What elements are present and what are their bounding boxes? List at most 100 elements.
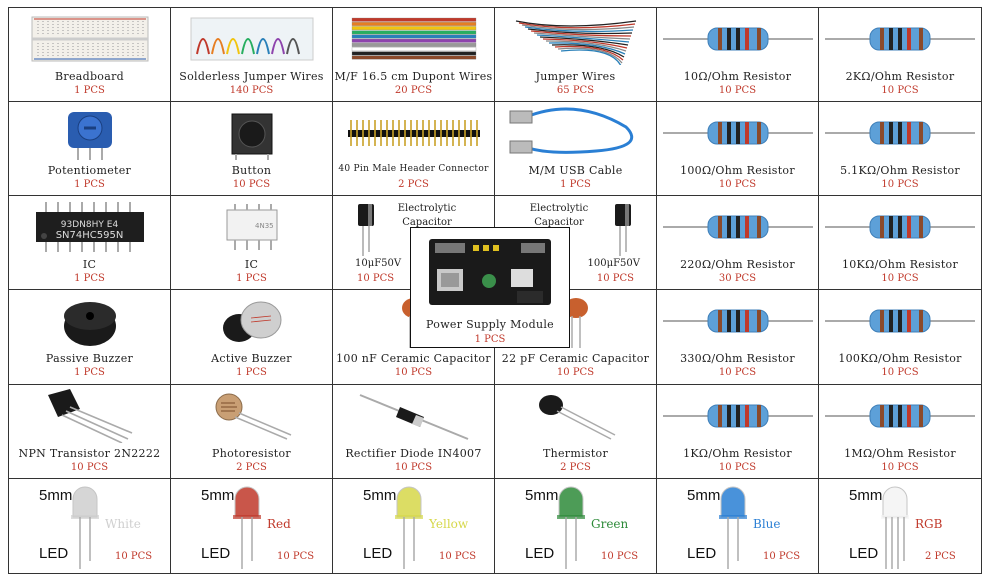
led-size: 5mm — [849, 486, 883, 504]
resistor-icon — [819, 12, 981, 66]
component-qty: 30 PCS — [718, 273, 757, 285]
led-icon — [67, 485, 103, 573]
component-name: 100Ω/Ohm Resistor — [680, 164, 795, 178]
component-qty: 10 PCS — [881, 179, 919, 191]
component-name: Jumper Wires — [535, 70, 616, 83]
resistor-icon — [819, 294, 981, 348]
led-cell: 5mm Red LED 10 PCS — [171, 478, 333, 573]
led-qty: 10 PCS — [763, 550, 801, 562]
led-qty: 2 PCS — [925, 550, 956, 562]
component-qty: 10 PCS — [232, 179, 271, 191]
component-name: 22 pF Ceramic Capacitor — [501, 352, 650, 366]
power-supply-module-qty: 1 PCS — [474, 334, 506, 345]
component-name: NPN Transistor 2N2222 — [18, 446, 161, 460]
component-name: Potentiometer — [47, 164, 132, 178]
led-word: LED — [849, 544, 879, 562]
led-qty: 10 PCS — [601, 550, 639, 562]
component-name: M/F 16.5 cm Dupont Wires — [334, 70, 493, 83]
led-cell: 5mm Blue LED 10 PCS — [657, 478, 819, 573]
led-word: LED — [201, 544, 231, 562]
led-color-label: Yellow — [429, 516, 469, 531]
component-qty: 10 PCS — [881, 273, 919, 285]
led-qty: 10 PCS — [277, 550, 315, 562]
component-cell: 10Ω/Ohm Resistor 10 PCS — [657, 8, 819, 103]
resistor-icon — [819, 106, 981, 160]
component-name: 1KΩ/Ohm Resistor — [683, 446, 792, 460]
resistor-icon — [657, 389, 818, 443]
component-qty: 1 PCS — [236, 367, 267, 379]
led-icon — [715, 485, 751, 573]
component-name: 5.1KΩ/Ohm Resistor — [840, 164, 960, 178]
component-cell: Jumper Wires 65 PCS — [495, 8, 657, 103]
component-name: Rectifier Diode IN4007 — [345, 446, 482, 460]
led-word: LED — [363, 544, 393, 562]
led-cell: 5mm Green LED 10 PCS — [495, 478, 657, 573]
component-qty: 1 PCS — [74, 273, 105, 285]
chip-marking: SN74HC595N — [55, 230, 124, 242]
led-word: LED — [687, 544, 717, 562]
led-size: 5mm — [525, 486, 559, 504]
component-qty: 2 PCS — [560, 461, 591, 473]
resistor-icon — [657, 294, 818, 348]
component-qty: 1 PCS — [74, 179, 105, 191]
component-qty: 10 PCS — [881, 367, 919, 379]
component-qty: 1 PCS — [74, 367, 105, 379]
chip-marking: 93DN8HY E4 — [60, 220, 119, 231]
component-name: IC — [82, 258, 97, 272]
led-color-label: RGB — [915, 516, 943, 531]
component-qty: 10 PCS — [881, 85, 919, 96]
diode-icon — [333, 389, 494, 443]
led-color-label: Red — [267, 516, 291, 531]
potentiometer-icon — [9, 106, 170, 161]
component-qty: 1 PCS — [74, 85, 105, 96]
component-name: 100 nF Ceramic Capacitor — [336, 352, 491, 366]
led-color-label: Green — [591, 516, 629, 531]
component-name: 10Ω/Ohm Resistor — [683, 70, 792, 83]
header-pins-icon — [333, 106, 494, 160]
component-qty: 10 PCS — [394, 461, 433, 473]
led-word: LED — [525, 544, 555, 562]
transistor-icon — [9, 388, 170, 443]
power-supply-module-name: Power Supply Module — [426, 318, 554, 331]
led-cell: 5mm Yellow LED 10 PCS — [333, 478, 495, 573]
power-supply-module-card: Power Supply Module 1 PCS — [410, 227, 570, 348]
button-icon — [171, 106, 332, 161]
buzzer-icon — [9, 294, 170, 348]
led-icon — [877, 485, 913, 573]
component-name: Photoresistor — [212, 446, 291, 460]
component-name: 40 Pin Male Header Connector — [338, 164, 489, 175]
component-qty: 10 PCS — [70, 461, 109, 473]
led-size: 5mm — [687, 486, 721, 504]
component-name: Thermistor — [542, 446, 609, 460]
component-qty: 10 PCS — [718, 85, 757, 96]
photoresistor-icon — [171, 389, 332, 443]
electrolytic-capacitor-icon — [355, 202, 377, 260]
component-name: 100μF50V — [587, 258, 640, 270]
component-qty: 65 PCS — [556, 85, 595, 96]
led-size: 5mm — [39, 486, 73, 504]
component-qty: 1 PCS — [560, 179, 591, 191]
led-size: 5mm — [201, 486, 235, 504]
led-cell: 5mm RGB LED 2 PCS — [819, 479, 981, 573]
